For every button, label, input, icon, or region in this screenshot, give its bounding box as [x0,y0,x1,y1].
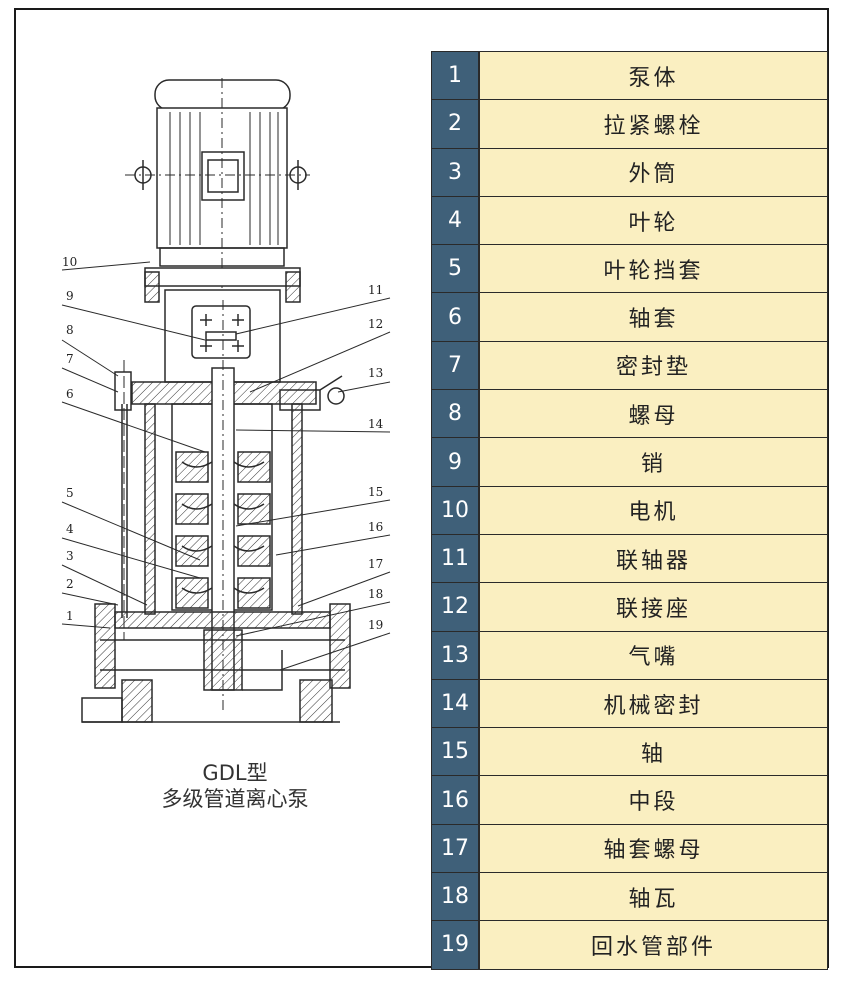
callout-8: 8 [66,323,74,337]
part-name: 拉紧螺栓 [478,99,828,149]
part-name: 联轴器 [478,533,828,584]
part-number: 10 [431,485,480,535]
callout-19: 19 [368,618,383,632]
callout-4: 4 [66,522,74,536]
model-label: GDL型 [202,761,268,785]
part-number: 14 [431,678,480,729]
callout-13: 13 [368,366,383,380]
callout-17: 17 [368,557,383,571]
callout-6: 6 [66,387,74,401]
callout-14: 14 [368,417,384,431]
callout-15: 15 [368,485,383,499]
callout-leaders [61,261,391,671]
part-name: 外筒 [478,147,828,197]
callout-10: 10 [62,255,77,269]
impeller-stages-shape [175,451,271,609]
motor-shape [125,78,310,290]
callout-3: 3 [66,549,74,563]
part-number: 13 [431,630,480,680]
part-name: 泵体 [478,50,828,101]
part-name: 密封垫 [478,340,828,391]
callout-16: 16 [368,520,383,534]
part-number: 16 [431,775,480,825]
part-name: 销 [478,437,828,487]
part-number: 15 [431,727,480,777]
part-name: 电机 [478,485,828,535]
part-number: 19 [431,920,480,970]
callout-9: 9 [66,289,74,303]
part-number: 11 [431,533,480,584]
pump-name-label: 多级管道离心泵 [161,787,309,811]
part-name: 回水管部件 [478,920,828,970]
callout-12: 12 [368,317,383,331]
part-name: 叶轮 [478,195,828,246]
diagram-caption: GDL型 多级管道离心泵 [120,760,350,812]
callout-7: 7 [66,352,74,366]
callout-11: 11 [368,283,383,297]
callout-1: 1 [66,609,74,623]
part-number: 17 [431,823,480,874]
part-name: 中段 [478,775,828,825]
part-number: 4 [431,195,480,246]
part-number: 3 [431,147,480,197]
part-number: 7 [431,340,480,391]
part-name: 轴套 [478,292,828,342]
callout-5: 5 [66,486,74,500]
part-number: 5 [431,244,480,294]
part-name: 联接座 [478,582,828,632]
part-number: 6 [431,292,480,342]
part-number: 8 [431,389,480,439]
part-number: 18 [431,872,480,922]
part-name: 轴 [478,727,828,777]
part-name: 机械密封 [478,678,828,729]
callout-2: 2 [66,577,74,591]
part-number: 2 [431,99,480,149]
pump-body-shape [81,603,351,723]
outer-casing-shape [121,300,303,712]
part-name: 螺母 [478,389,828,439]
part-name: 气嘴 [478,630,828,680]
part-number: 12 [431,582,480,632]
part-number: 9 [431,437,480,487]
part-number: 1 [431,50,480,101]
part-name: 轴瓦 [478,872,828,922]
part-name: 轴套螺母 [478,823,828,874]
callout-18: 18 [368,587,383,601]
part-name: 叶轮挡套 [478,244,828,294]
